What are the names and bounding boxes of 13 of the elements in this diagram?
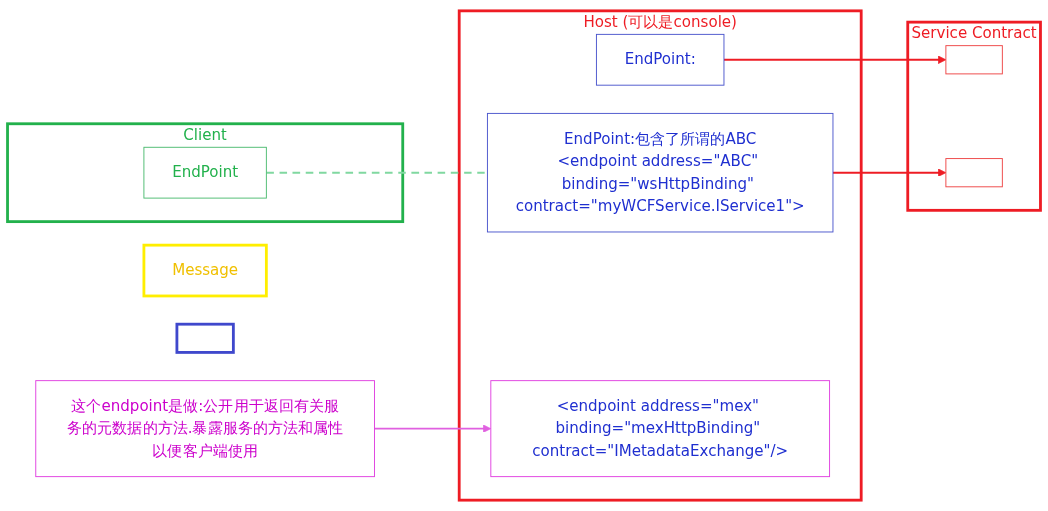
node-box	[945, 45, 1003, 75]
node-box	[175, 322, 235, 354]
node-box: EndPoint:包含了所谓的ABC <endpoint address="ABC" binding="wsHttpBinding" contract="myWCFService.IService1">	[486, 112, 834, 233]
arrow	[373, 424, 492, 433]
node-box: <endpoint address="mex" binding="mexHttpBinding" contract="IMetadataExchange"/>	[490, 380, 831, 478]
node-box: EndPoint:	[595, 33, 725, 86]
arrow	[723, 55, 947, 64]
cluster: Service Contract	[906, 20, 1042, 212]
node-box	[945, 158, 1003, 188]
arrow	[832, 168, 947, 177]
node-box: 这个endpoint是做:公开用于返回有关服务的元数据的方法.暴露服务的方法和属性以便客户端使用	[35, 380, 375, 478]
node-box: Message	[142, 243, 268, 298]
node-box: EndPoint	[143, 146, 267, 199]
